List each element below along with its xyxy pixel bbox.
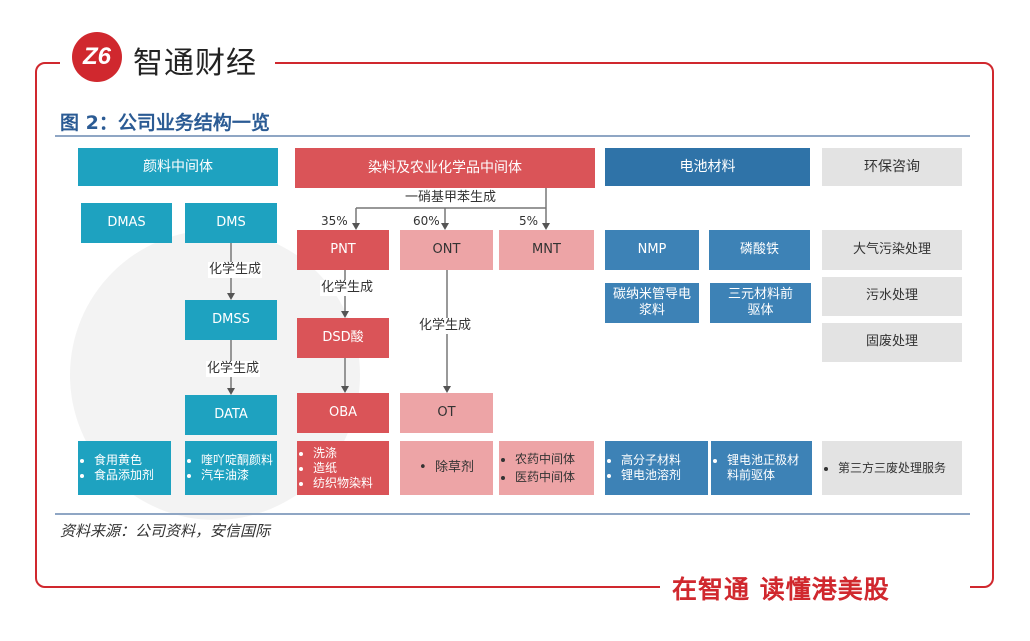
node-ont: ONT bbox=[400, 230, 493, 270]
node-dmss: DMSS bbox=[185, 300, 277, 340]
step-label: 化学生成 bbox=[206, 361, 261, 377]
node-ot: OT bbox=[400, 393, 493, 433]
node-cnt-paste: 碳纳米管导电浆料 bbox=[605, 283, 699, 323]
brand-name: 智通财经 bbox=[133, 46, 257, 81]
brand-logo-icon: Z6 bbox=[72, 32, 122, 82]
pigment-uses-a: 食用黄色食品添加剂 bbox=[78, 441, 171, 495]
env-uses: 第三方三废处理服务 bbox=[822, 441, 962, 495]
pct-pnt: 35% bbox=[320, 214, 349, 229]
brand-slogan: 在智通 读懂港美股 bbox=[672, 575, 890, 604]
figure-source: 资料来源：公司资料，安信国际 bbox=[60, 522, 271, 540]
title-divider bbox=[55, 135, 970, 137]
node-solid: 固废处理 bbox=[822, 323, 962, 362]
pct-mnt: 5% bbox=[518, 214, 540, 229]
node-iron-phosphate: 磷酸铁 bbox=[709, 230, 810, 270]
figure-title: 图 2：公司业务结构一览 bbox=[60, 112, 270, 134]
node-dms: DMS bbox=[185, 203, 277, 243]
dye-header: 染料及农业化学品中间体 bbox=[295, 148, 595, 188]
source-divider bbox=[55, 513, 970, 515]
pct-ont: 60% bbox=[412, 214, 441, 229]
node-mnt: MNT bbox=[499, 230, 594, 270]
node-dmas: DMAS bbox=[81, 203, 172, 243]
env-header: 环保咨询 bbox=[822, 148, 962, 186]
mnt-uses: 农药中间体医药中间体 bbox=[499, 441, 594, 495]
process-label: 一硝基甲苯生成 bbox=[404, 190, 498, 206]
battery-header: 电池材料 bbox=[605, 148, 810, 186]
node-oba: OBA bbox=[297, 393, 389, 433]
node-nmp: NMP bbox=[605, 230, 699, 270]
node-data: DATA bbox=[185, 395, 277, 435]
battery-uses-b: 锂电池正极材料前驱体 bbox=[711, 441, 812, 495]
node-water: 污水处理 bbox=[822, 277, 962, 316]
pnt-uses: 洗涤造纸纺织物染料 bbox=[297, 441, 389, 495]
node-dsd: DSD酸 bbox=[297, 318, 389, 358]
ont-uses: • 除草剂 bbox=[400, 441, 493, 495]
page-frame bbox=[35, 62, 994, 588]
node-air: 大气污染处理 bbox=[822, 230, 962, 270]
step-label: 化学生成 bbox=[208, 262, 263, 278]
pigment-uses-b: 喹吖啶酮颜料汽车油漆 bbox=[185, 441, 277, 495]
step-label: 化学生成 bbox=[320, 280, 375, 296]
step-label: 化学生成 bbox=[418, 318, 473, 334]
battery-uses-a: 高分子材料锂电池溶剂 bbox=[605, 441, 708, 495]
node-pnt: PNT bbox=[297, 230, 389, 270]
pigment-header: 颜料中间体 bbox=[78, 148, 278, 186]
node-ternary-precursor: 三元材料前驱体 bbox=[710, 283, 811, 323]
